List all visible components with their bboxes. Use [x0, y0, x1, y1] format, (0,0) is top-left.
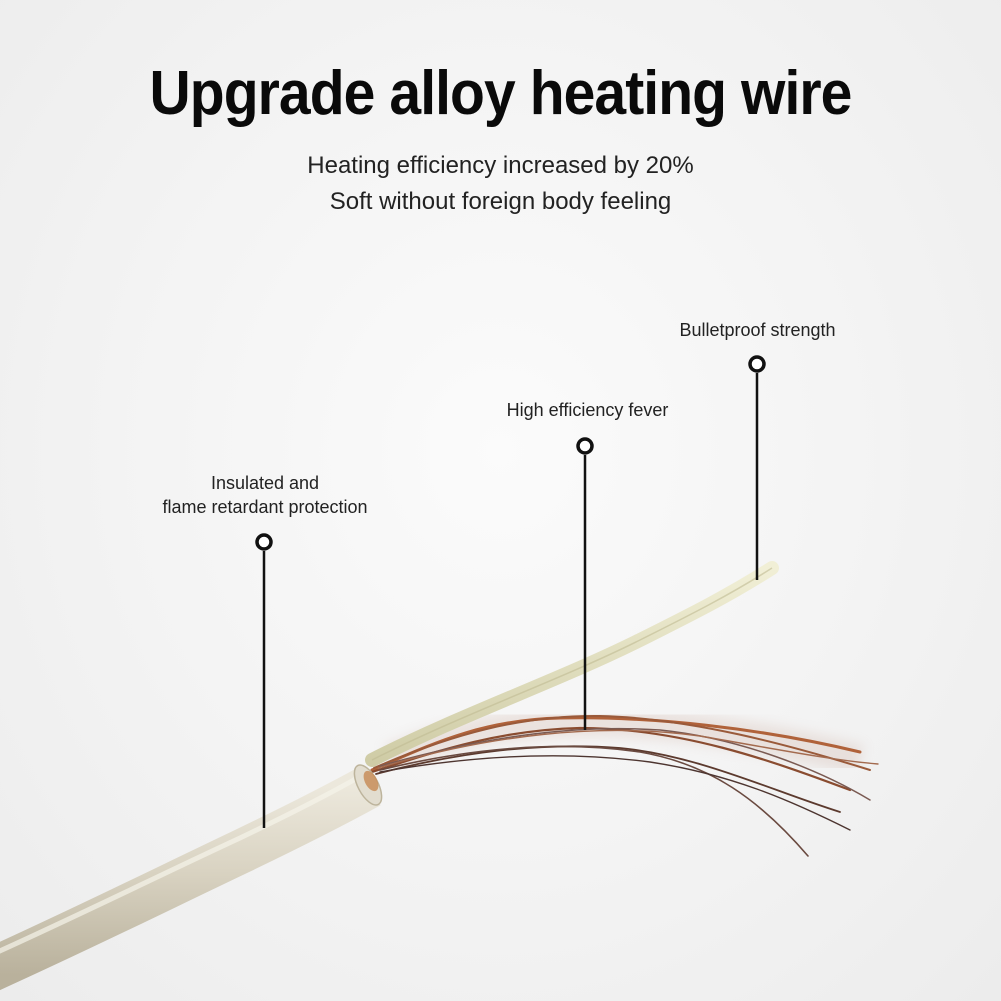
- insulated-cable: [0, 766, 381, 991]
- page-title: Upgrade alloy heating wire: [149, 59, 853, 128]
- marker-dot: [255, 533, 273, 551]
- marker-dot: [748, 355, 766, 373]
- label-insulated: Insulated and flame retardant protection: [140, 471, 390, 519]
- callout-insulated: [255, 533, 273, 828]
- copper-strands: [370, 714, 879, 857]
- callout-bulletproof: [748, 355, 766, 580]
- label-insulated-line2: flame retardant protection: [162, 497, 368, 517]
- subtitle-line-2: Soft without foreign body feeling: [329, 188, 672, 215]
- callout-high-efficiency: [576, 437, 594, 730]
- label-high-efficiency: High efficiency fever: [506, 400, 669, 420]
- subtitle-line-1: Heating efficiency increased by 20%: [307, 152, 694, 179]
- marker-dot: [576, 437, 594, 455]
- label-insulated-line1: Insulated and: [210, 473, 320, 493]
- label-bulletproof: Bulletproof strength: [679, 320, 836, 340]
